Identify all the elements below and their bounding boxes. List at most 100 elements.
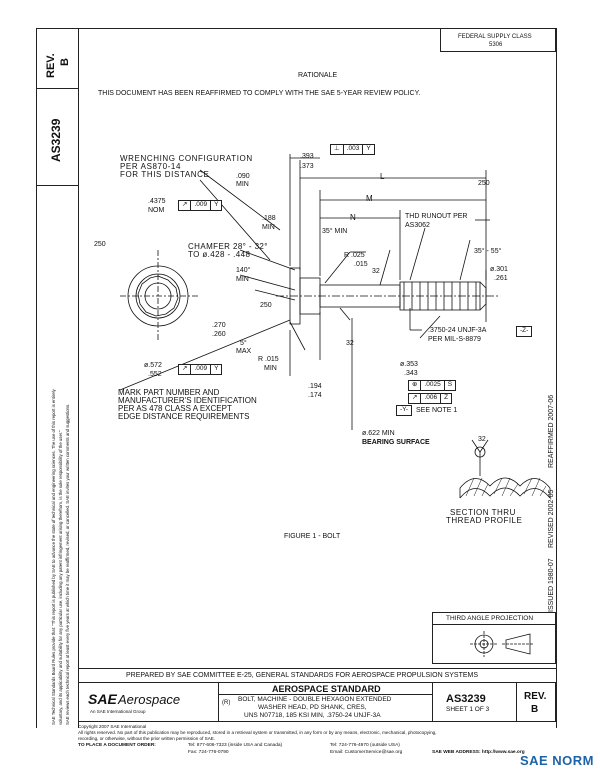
footer-rights: All rights reserved. No part of this pub… [78,730,437,735]
doc-number: AS3239 [446,693,486,705]
title-block-div-1 [218,682,219,722]
sheet-number: SHEET 1 OF 3 [446,706,490,713]
thread-runout-1: THD RUNOUT PER [405,213,468,220]
footer-copyright: Copyright 2007 SAE International [78,724,147,729]
title-line-3: UNS N07718, 185 KSI MIN, .3750-24 UNJF-3… [244,712,381,719]
notice-line-2: voluntary, and its applicability and sui… [58,430,63,725]
runout-symbol-2: ↗ [179,365,192,374]
mark-note-3: PER AS 478 CLASS A EXCEPT [118,404,232,413]
title-line-2: WASHER HEAD, PD SHANK, CRES, [258,704,367,711]
datum-y-box: -Y- [396,405,413,416]
dim-174: .174 [308,392,322,399]
rev-tab-divider [36,88,78,89]
dim-4375-nom: NOM [148,207,165,214]
dim-393: .393 [300,153,314,160]
footer-tel-2: Tel: 724-776-4970 (outside USA) [330,743,400,748]
section-line-1: SECTION THRU [450,508,516,517]
bolt-drawing [119,154,551,499]
thread-callout-2: PER MIL-S-8879 [428,336,481,343]
dim-353: ø.353 [400,361,418,368]
logo-aerospace: Aerospace [118,692,181,707]
thread-profile-section [459,477,551,489]
dim-140: 140° [236,267,251,274]
dim-188: .188 [262,215,276,222]
dim-194: .194 [308,383,322,390]
third-angle-divider [432,624,556,625]
surface-32-a: 32 [372,268,380,275]
dim-l: L [380,172,385,181]
surface-32-c: 32 [478,436,486,443]
title-block [78,682,556,722]
bearing-surface: BEARING SURFACE [362,439,430,446]
runout-symbol: ↗ [179,201,192,210]
footer-fax: Fax: 724-776-0790 [188,750,229,755]
mark-note-4: EDGE DISTANCE REQUIREMENTS [118,412,250,421]
title-line-1: BOLT, MACHINE - DOUBLE HEXAGON EXTENDED [238,696,392,703]
position-symbol: ⊕ [409,381,422,390]
right-strip-divider [556,28,557,728]
issued-date: ISSUED 1980-07 [548,558,555,612]
notice-line-3: SAE reviews each technical report at lea… [65,403,70,725]
wrenching-line-1: WRENCHING CONFIGURATION [120,154,253,163]
dim-373: .373 [300,163,314,170]
dim-622: ø.622 MIN [362,430,395,437]
third-angle-label: THIRD ANGLE PROJECTION [446,615,534,622]
runout-symbol-3: ↗ [409,394,422,403]
dim-35-55: 35° - 55° [474,248,502,255]
dim-250-mid: 250 [260,302,272,309]
dim-270: .270 [212,322,226,329]
figure-caption: FIGURE 1 - BOLT [284,533,341,540]
federal-supply-class-box [440,28,556,52]
dim-r025: R .025 [344,252,365,259]
title-block-hline [218,694,432,695]
rev-tab-value: B [59,58,71,66]
dim-250-top: 250 [478,180,490,187]
dim-r015: .015 [354,261,368,268]
title-block-div-2 [432,682,433,722]
footer-order-label: TO PLACE A DOCUMENT ORDER: [78,743,156,748]
r-mark: (R) [222,700,231,706]
watermark: SAE NORM [519,753,594,768]
footer-tel-1: Tel: 877-606-7323 (inside USA and Canada… [188,743,283,748]
dim-5-max: MAX [236,348,252,355]
dim-552: .552 [148,371,162,378]
mark-note-1: MARK PART NUMBER AND [118,388,220,397]
thread-runout-2: AS3062 [405,222,430,229]
rev-value: B [531,704,539,715]
footer-email: Email: CustomerService@sae.org [330,750,403,755]
docnum-tab-divider [36,185,78,186]
footer-rights-2: recording, or otherwise, without the pri… [78,736,216,741]
section-line-2: THREAD PROFILE [446,516,523,525]
third-angle-box [432,612,556,664]
dim-35-min: 35° MIN [322,228,348,235]
federal-supply-class-code: 5306 [489,42,503,48]
logo-sae: SAE [88,691,117,707]
third-angle-symbol [470,631,534,657]
dim-5: 5° [240,340,247,347]
prepared-by-line [78,668,556,669]
outer-frame [36,28,556,728]
dim-301: ø.301 [490,266,508,273]
dim-140-min: MIN [236,276,249,283]
rev-label: REV. [524,691,547,702]
dim-4375: .4375 [148,198,166,205]
rev-tab-label: REV. [45,53,57,78]
perpendicularity-symbol: ⊥ [331,145,344,154]
dim-m: M [366,194,373,203]
see-note-1: SEE NOTE 1 [416,407,458,414]
federal-supply-class-label: FEDERAL SUPPLY CLASS [458,34,532,40]
dim-090: .090 [236,173,250,180]
dim-n: N [350,213,356,222]
surface-32-b: 32 [346,340,354,347]
dim-188-min: MIN [262,224,275,231]
title-block-div-3 [516,682,517,722]
prepared-by: PREPARED BY SAE COMMITTEE E-25, GENERAL … [126,672,479,679]
rationale-heading: RATIONALE [298,72,338,79]
category: AEROSPACE STANDARD [272,684,381,694]
doc-number-vertical: AS3239 [49,118,63,162]
notice-line-1: SAE Technical Standards Board Rules prov… [51,389,56,725]
dim-r015-min: R .015 [258,356,279,363]
